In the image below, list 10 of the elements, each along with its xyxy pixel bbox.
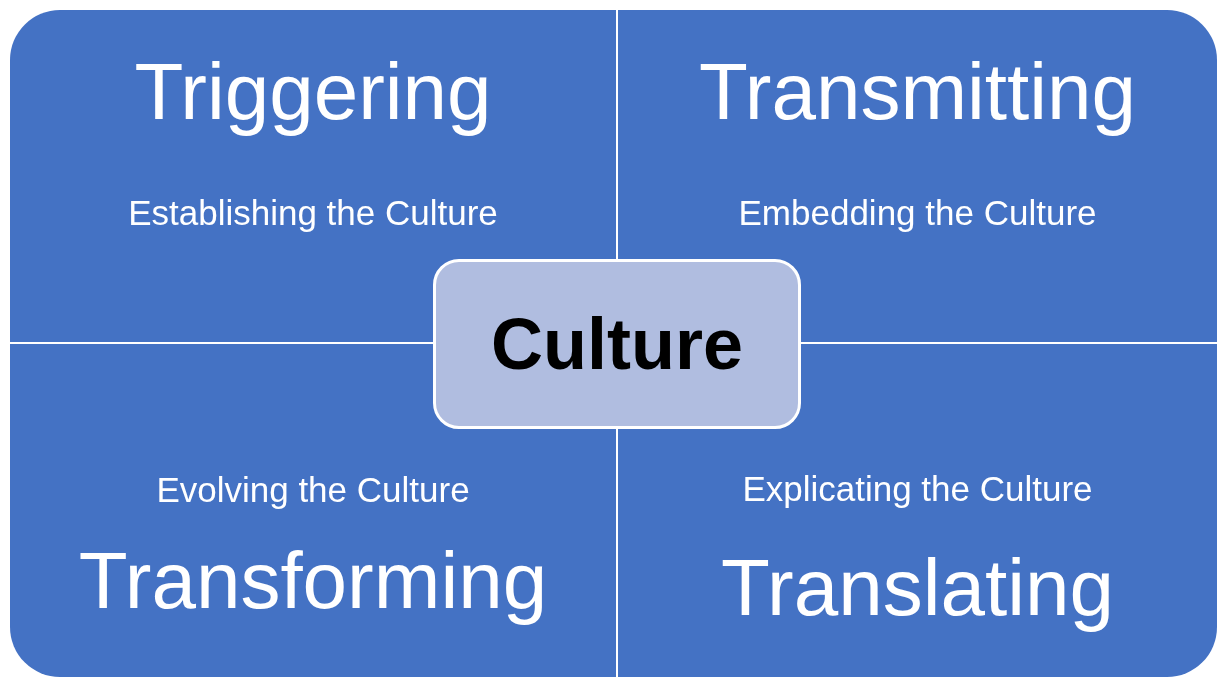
quadrant-heading: Translating (720, 544, 1115, 632)
center-box (433, 259, 801, 429)
quadrant-subtitle: Establishing the Culture (127, 192, 499, 234)
center-label: Culture (491, 303, 743, 385)
quadrant-heading: Transmitting (697, 48, 1138, 136)
quadrant-subtitle: Explicating the Culture (741, 468, 1094, 510)
quadrant-subtitle: Embedding the Culture (737, 192, 1098, 234)
quadrant-subtitle: Evolving the Culture (155, 469, 471, 511)
quadrant-heading: Triggering (133, 48, 493, 136)
quadrant-heading: Transforming (77, 537, 549, 625)
